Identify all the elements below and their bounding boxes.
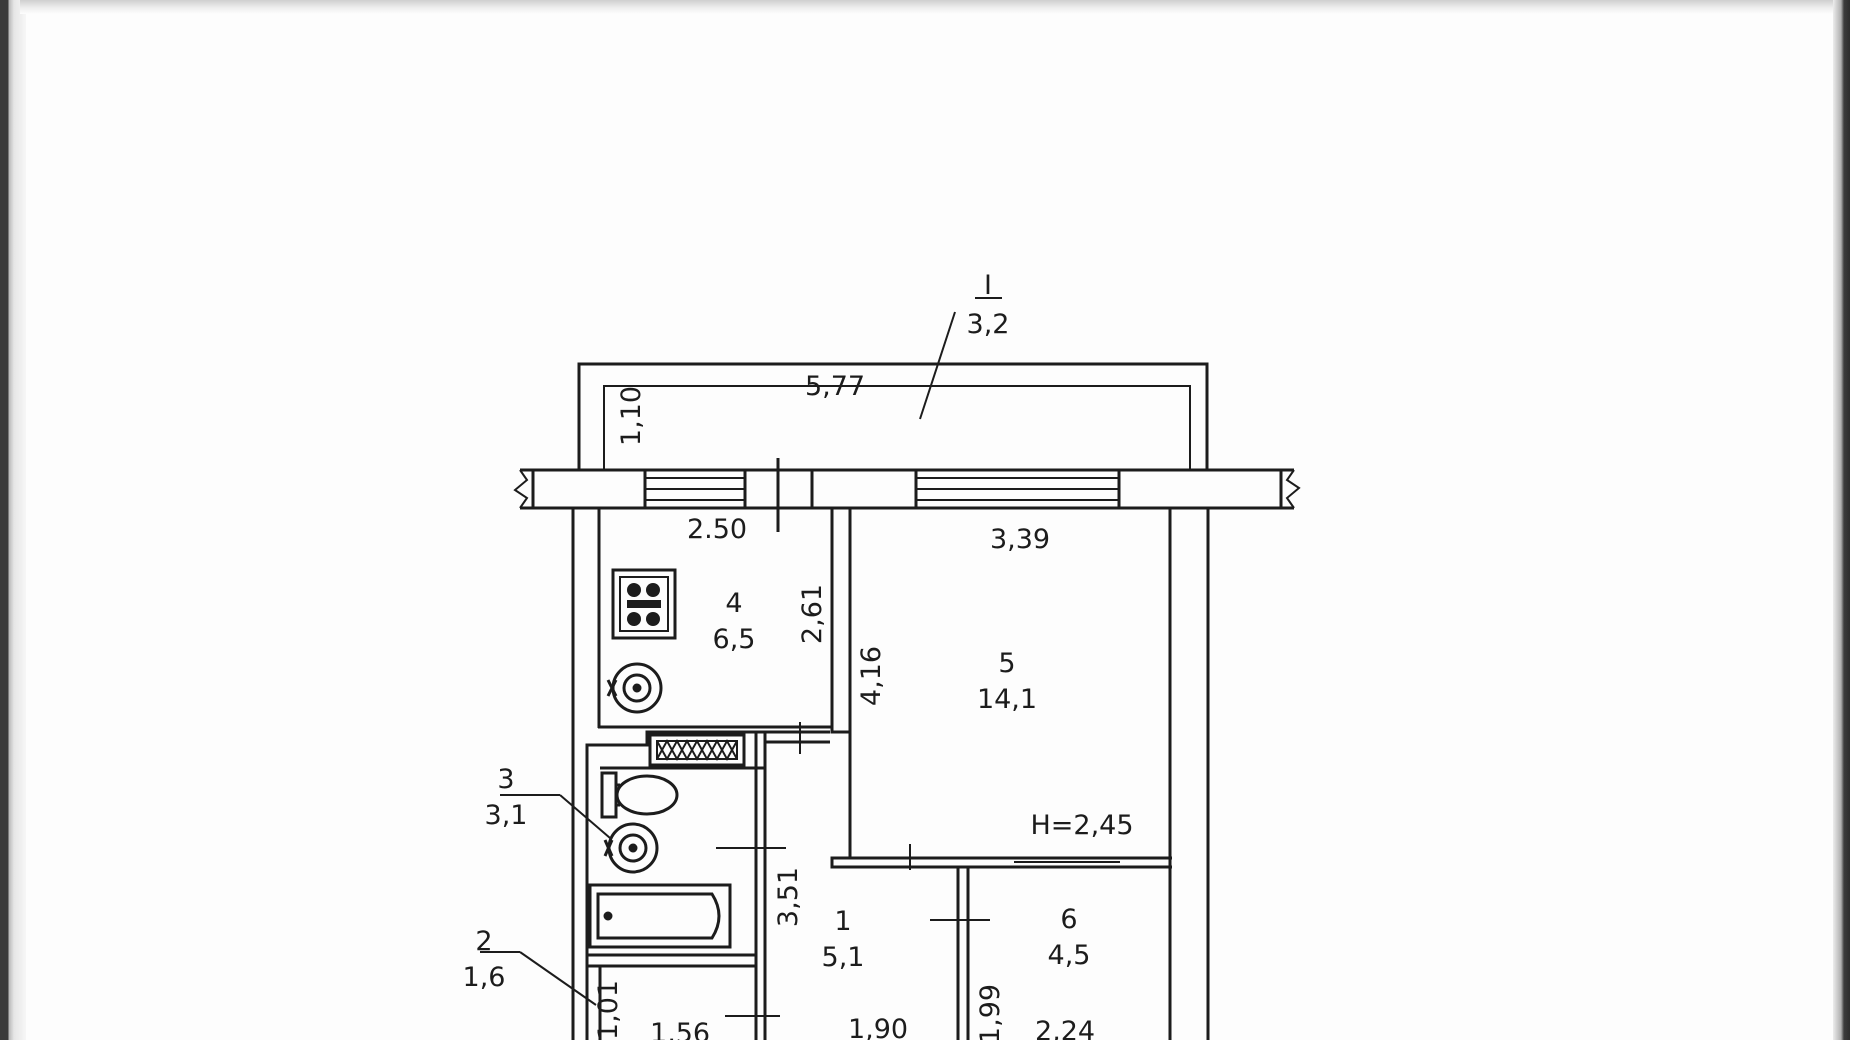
kitchen-number: 4: [725, 588, 742, 619]
radiator-icon: [648, 733, 746, 767]
labels: I 3,2 5,77 1,10 2.50 4 6,5 2,61 3,39 4,1…: [463, 270, 1134, 1040]
room6-number: 6: [1060, 904, 1077, 935]
ceiling-height: H=2,45: [1030, 810, 1133, 841]
room6-area: 4,5: [1048, 940, 1091, 971]
interior-walls: [480, 508, 1210, 1040]
room6-width: 2,24: [1035, 1016, 1095, 1040]
balcony: [577, 297, 1209, 473]
hall-area: 5,1: [822, 942, 865, 973]
washbasin-icon: [603, 822, 659, 874]
balcony-length: 5,77: [805, 371, 865, 402]
scan-edge-right: [1833, 0, 1850, 1040]
kitchen-width: 2.50: [687, 514, 747, 545]
scan-edge-top: [20, 0, 1835, 14]
balcony-number: I: [984, 270, 992, 301]
kitchen-area: 6,5: [713, 624, 756, 655]
bath-number: 3: [497, 764, 514, 795]
closet-length: 1,01: [593, 980, 624, 1040]
balcony-depth: 1,10: [616, 386, 647, 446]
room-length: 4,16: [856, 646, 887, 706]
bath-area: 3,1: [485, 800, 528, 831]
hall-number: 1: [834, 906, 851, 937]
exterior-wall: [513, 458, 1301, 532]
room-area: 14,1: [977, 684, 1037, 715]
kitchen-length: 2,61: [797, 584, 828, 644]
bathtub-icon: [588, 883, 732, 949]
balcony-area: 3,2: [967, 309, 1010, 340]
room-width: 3,39: [990, 524, 1050, 555]
hall-length: 3,51: [773, 867, 804, 927]
kitchen-sink-icon: [606, 662, 663, 714]
stove-icon: [611, 568, 677, 640]
closet-width: 1,56: [650, 1018, 710, 1040]
toilet-icon: [600, 771, 679, 819]
closet-area: 1,6: [463, 962, 506, 993]
scan-edge-left: [0, 0, 26, 1040]
hall-width: 1,90: [848, 1014, 908, 1040]
room-number: 5: [998, 648, 1015, 679]
room6-length: 1,99: [975, 984, 1006, 1040]
closet-number: 2: [475, 926, 492, 957]
